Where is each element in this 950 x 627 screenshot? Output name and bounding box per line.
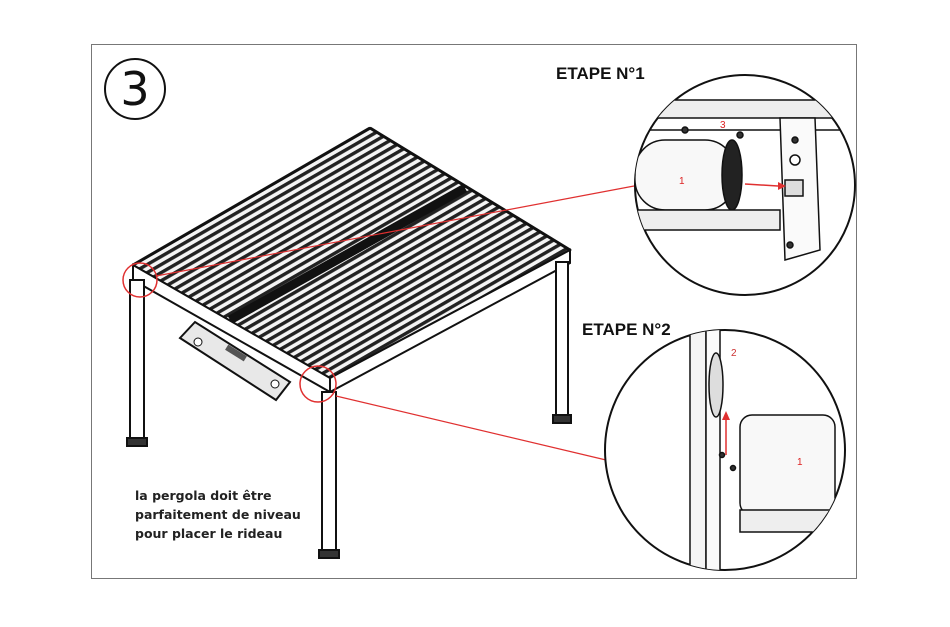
instruction-line-1: la pergola doit être bbox=[135, 486, 335, 505]
instruction-line-3: pour placer le rideau bbox=[135, 524, 335, 543]
step1-callout-1: 1 bbox=[679, 176, 685, 187]
detail-view-step1 bbox=[635, 75, 860, 295]
instruction-line-2: parfaitement de niveau bbox=[135, 505, 335, 524]
step2-title: ETAPE N°2 bbox=[582, 320, 671, 340]
detail-view-step2 bbox=[605, 320, 845, 580]
pergola-roof bbox=[133, 128, 570, 392]
instruction-text: la pergola doit être parfaitement de niv… bbox=[135, 486, 335, 543]
step1-callout-3: 3 bbox=[720, 120, 726, 131]
step1-title: ETAPE N°1 bbox=[556, 64, 645, 84]
step2-callout-1: 1 bbox=[797, 457, 803, 468]
step2-callout-2: 2 bbox=[731, 348, 737, 359]
